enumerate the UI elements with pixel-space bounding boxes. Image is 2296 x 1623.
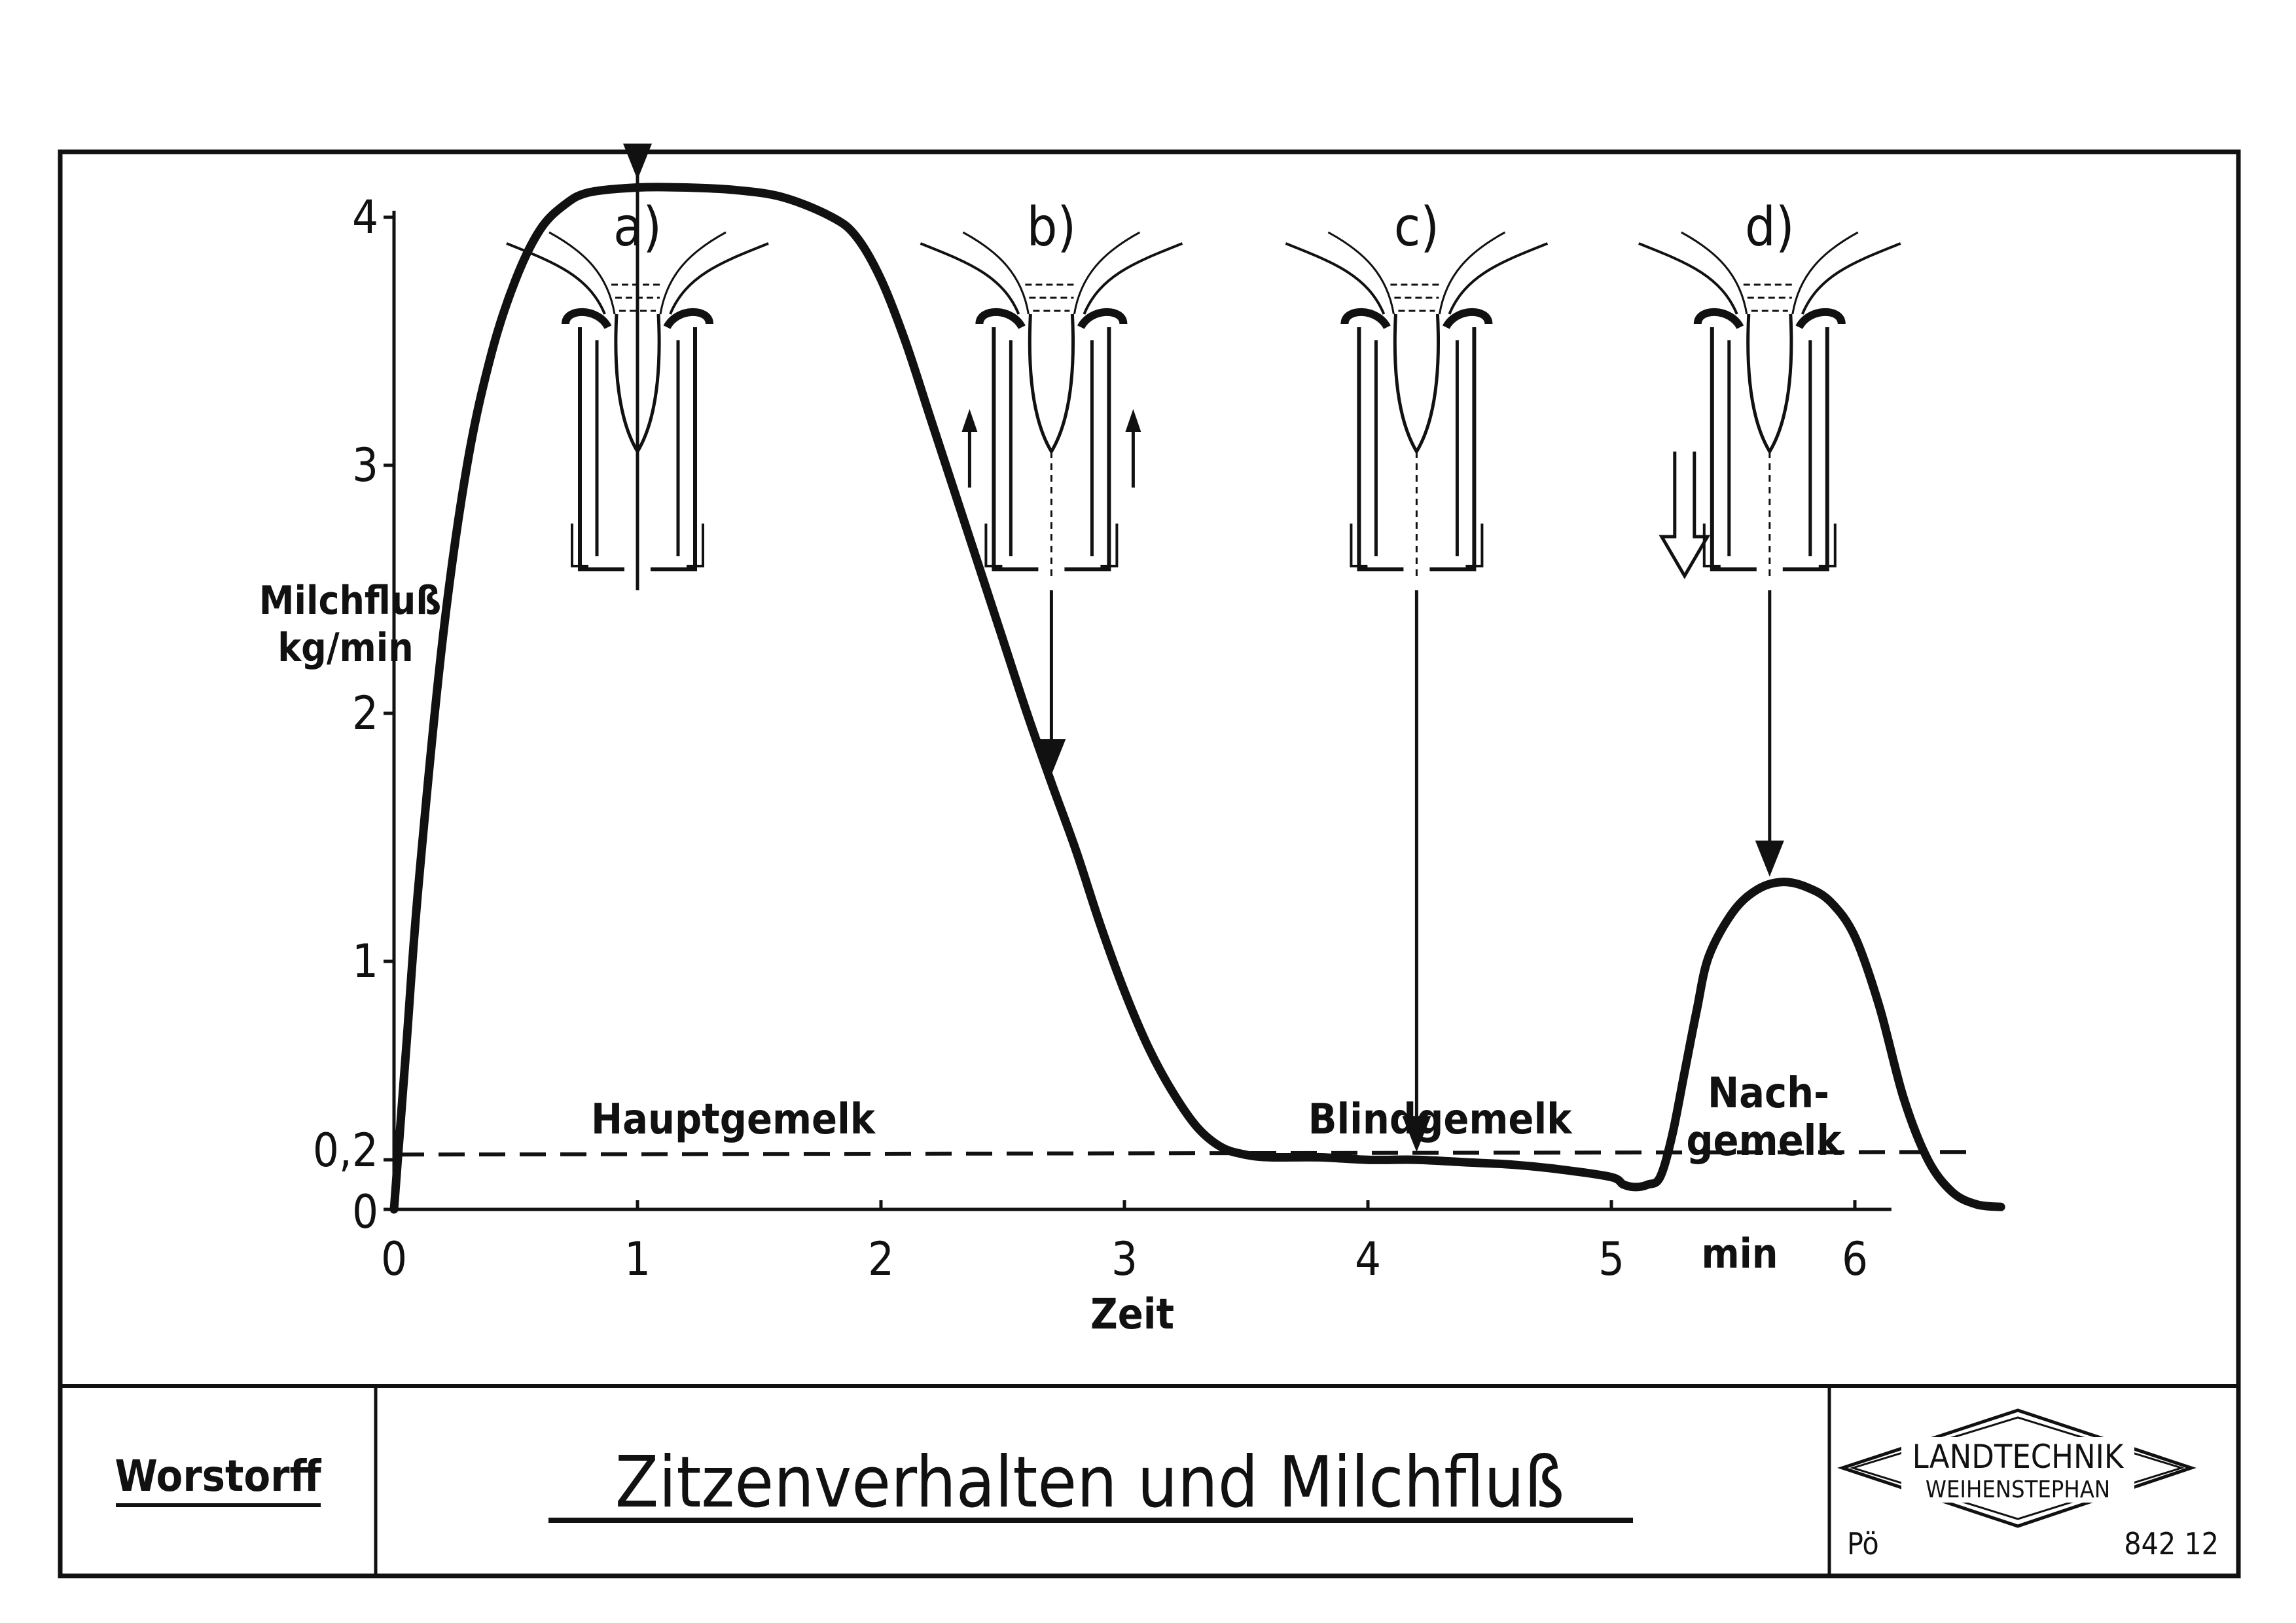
pointer-arrowhead: [1402, 1116, 1431, 1152]
udder-line: [1285, 242, 1386, 315]
arrow-down-icon: [1659, 452, 1711, 579]
y-axis-title-line2: kg/min: [278, 625, 413, 671]
arrow-up-icon: [1125, 409, 1141, 432]
pointer-arrowhead: [1755, 840, 1784, 877]
footer-title: Zitzenverhalten und Milchfluß: [615, 1442, 1564, 1524]
phase-label-gemelk: gemelk: [1686, 1117, 1842, 1166]
udder-line: [506, 242, 606, 315]
teat-outline: [1746, 313, 1793, 455]
pulsation-tube: [1350, 524, 1484, 567]
milk-flow-curve: [389, 183, 2005, 1214]
udder-line: [1327, 231, 1395, 315]
teat-cup-mouthpiece: [1693, 308, 1846, 330]
x-tick-label: 6: [1842, 1232, 1868, 1286]
x-tick-label: 5: [1598, 1232, 1624, 1286]
footer-code-right: 842 12: [2124, 1526, 2219, 1561]
x-tick-label: 2: [868, 1232, 894, 1286]
footer-code-left: Pö: [1847, 1526, 1879, 1561]
udder-line: [1073, 231, 1141, 315]
landtechnik-logo: LANDTECHNIK WEIHENSTEPHAN: [1837, 1408, 2197, 1528]
udder-line: [1791, 231, 1859, 315]
logo-text-weihenstephan: WEIHENSTEPHAN: [1926, 1476, 2110, 1503]
x-tick-label: 4: [1355, 1232, 1381, 1286]
teat-cup-mouthpiece: [562, 308, 713, 330]
threshold-line: [397, 1150, 1977, 1157]
udder-line: [1448, 242, 1549, 315]
logo-text-landtechnik: LANDTECHNIK: [1912, 1438, 2125, 1476]
teat-outline: [1393, 313, 1440, 455]
teat-cup-shell: [1357, 327, 1477, 571]
udder-line: [1438, 231, 1506, 315]
teat-outline: [1028, 313, 1075, 455]
teat-panel-label: c): [1394, 196, 1439, 259]
phase-label-hauptgemelk: Hauptgemelk: [591, 1096, 876, 1144]
udder-line: [920, 242, 1020, 315]
udder-line: [1083, 242, 1183, 315]
phase-label-blindgemelk: Blindgemelk: [1308, 1096, 1573, 1144]
teat-cup-panel: d): [1638, 196, 1901, 579]
author-label: Worstorff: [115, 1451, 321, 1501]
udder-line: [1638, 242, 1738, 315]
pulsation-tube: [571, 524, 704, 567]
outer-frame: [58, 149, 2241, 1578]
teat-panel-label: b): [1027, 196, 1077, 259]
y-axis-title-line1: Milchfluß: [259, 578, 441, 624]
teat-cup-panel: b): [920, 196, 1183, 576]
udder-line: [659, 231, 726, 315]
teat-cup-mouthpiece: [1340, 308, 1493, 330]
chart-axes: [392, 211, 1892, 1211]
logo-band: [1901, 1437, 2134, 1503]
y-tick-group: 0 0,2 1 2 3 4: [313, 190, 394, 1239]
teat-cup-shell: [992, 327, 1111, 571]
phase-label-nach: Nach-: [1708, 1069, 1829, 1118]
y-tick-label: 3: [352, 438, 378, 492]
teat-cup-liner: [1727, 340, 1812, 556]
udder-line: [669, 242, 769, 315]
x-axis-title: Zeit: [1090, 1291, 1174, 1339]
teat-cup-liner: [595, 340, 680, 556]
udder-line: [1681, 231, 1748, 315]
y-tick-label: 1: [352, 935, 378, 988]
teat-panel-label: d): [1745, 196, 1795, 259]
teat-cup-panel: c): [1285, 196, 1549, 576]
udder-line: [962, 231, 1030, 315]
teat-cup-liner: [1374, 340, 1459, 556]
teat-illustrations: a)b)c)d): [506, 196, 1901, 579]
pointer-arrowhead: [1037, 739, 1066, 776]
x-tick-label: 0: [381, 1232, 407, 1286]
y-tick-label: 0: [352, 1185, 378, 1239]
logo-diamond-outer: [1837, 1408, 2197, 1528]
arrow-up-icon: [961, 409, 978, 432]
teat-cup-shell: [1710, 327, 1829, 571]
y-tick-label: 4: [352, 190, 378, 244]
udder-line: [548, 231, 616, 315]
udder-line: [1801, 242, 1901, 315]
y-tick-label: 0,2: [313, 1124, 378, 1177]
x-tick-label: 3: [1111, 1232, 1138, 1286]
x-tick-group: 0 1 2 3 4 5 6: [381, 1200, 1868, 1286]
x-axis-unit: min: [1702, 1230, 1778, 1277]
pointer-arrowhead: [623, 143, 652, 180]
x-tick-label: 1: [624, 1232, 651, 1286]
pulsation-tube: [984, 524, 1119, 567]
pointer-arrows: [623, 143, 1784, 1152]
y-tick-label: 2: [352, 687, 378, 740]
teat-cup-liner: [1009, 340, 1094, 556]
teat-cup-shell: [578, 327, 697, 571]
teat-cup-mouthpiece: [975, 308, 1128, 330]
